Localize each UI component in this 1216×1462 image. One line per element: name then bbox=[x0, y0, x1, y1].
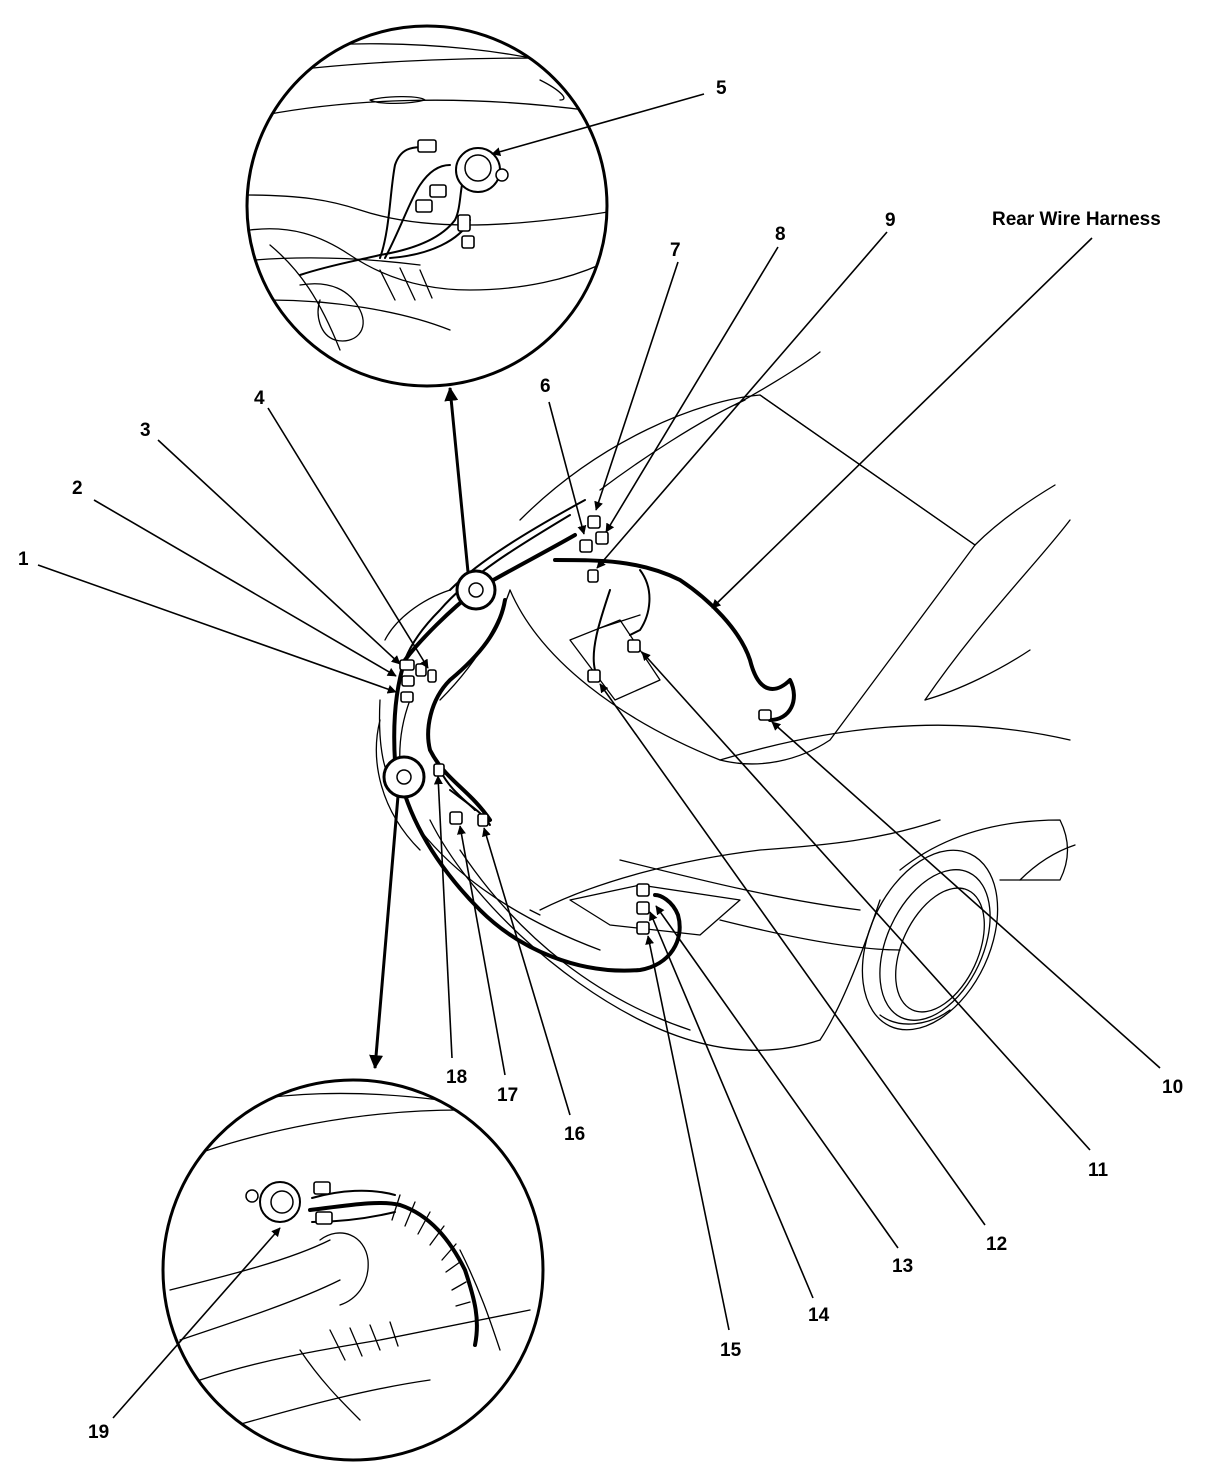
leader-13 bbox=[655, 905, 899, 1249]
callout-9: 9 bbox=[885, 210, 896, 231]
callout-12: 12 bbox=[986, 1234, 1007, 1255]
leader-6 bbox=[548, 401, 587, 535]
callout-labels: 1 2 3 4 5 6 7 8 9 10 11 12 13 14 15 16 1… bbox=[18, 78, 1183, 1443]
callout-19: 19 bbox=[88, 1422, 109, 1443]
callout-18: 18 bbox=[446, 1067, 467, 1088]
callout-5: 5 bbox=[716, 78, 727, 99]
leader-2 bbox=[93, 499, 397, 677]
leader-rear-wire-harness bbox=[711, 237, 1093, 609]
lower-grommet bbox=[382, 755, 426, 799]
leader-1 bbox=[37, 564, 397, 694]
upper-detail-pointer bbox=[444, 386, 470, 573]
callout-16: 16 bbox=[564, 1124, 585, 1145]
callout-17: 17 bbox=[497, 1085, 518, 1106]
leader-4 bbox=[267, 407, 429, 669]
leader-8 bbox=[605, 246, 779, 533]
leader-5 bbox=[491, 93, 705, 157]
leader-15 bbox=[645, 935, 730, 1331]
callout-7: 7 bbox=[670, 240, 681, 261]
callout-11: 11 bbox=[1088, 1160, 1109, 1181]
leader-10 bbox=[771, 721, 1161, 1069]
leader-17 bbox=[457, 825, 506, 1076]
callout-15: 15 bbox=[720, 1340, 742, 1361]
lower-detail-view bbox=[161, 1078, 545, 1462]
leader-12 bbox=[599, 683, 986, 1226]
leader-9 bbox=[596, 231, 888, 569]
leader-3 bbox=[157, 439, 401, 665]
leader-18 bbox=[433, 775, 453, 1059]
callout-13: 13 bbox=[892, 1256, 913, 1277]
lower-detail-pointer bbox=[369, 795, 400, 1070]
callout-3: 3 bbox=[140, 420, 151, 441]
callout-1: 1 bbox=[18, 549, 29, 570]
callout-8: 8 bbox=[775, 224, 786, 245]
rear-wire-harness-label: Rear Wire Harness bbox=[992, 209, 1161, 230]
leader-19 bbox=[112, 1227, 281, 1419]
leader-7 bbox=[594, 261, 679, 511]
callout-10: 10 bbox=[1162, 1077, 1183, 1098]
upper-detail-view bbox=[245, 24, 609, 388]
leader-14 bbox=[649, 911, 814, 1299]
upper-grommet bbox=[455, 569, 497, 611]
connectors bbox=[399, 515, 772, 935]
callout-14: 14 bbox=[808, 1305, 830, 1326]
leader-11 bbox=[641, 651, 1091, 1151]
callout-leaders bbox=[37, 93, 1161, 1419]
callout-4: 4 bbox=[254, 388, 265, 409]
callout-6: 6 bbox=[540, 376, 551, 397]
car-body-outline bbox=[375, 351, 1076, 1052]
leader-16 bbox=[482, 827, 571, 1116]
callout-2: 2 bbox=[72, 478, 83, 499]
